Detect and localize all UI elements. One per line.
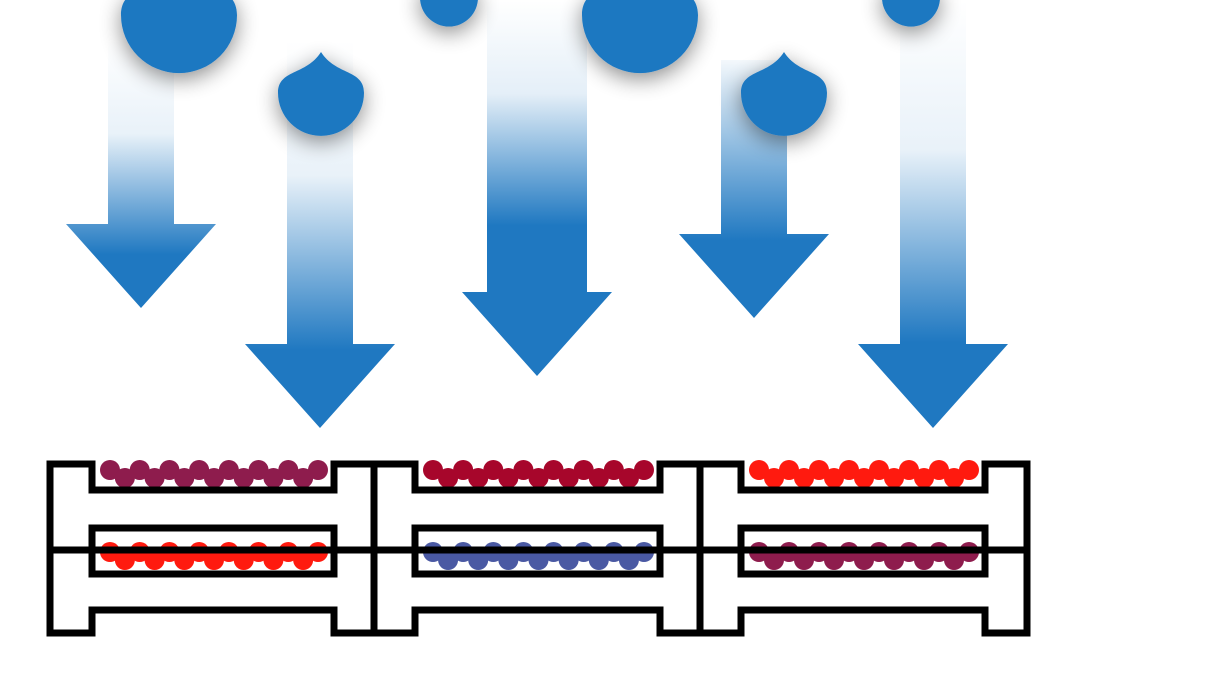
particle	[959, 460, 979, 480]
particle	[854, 550, 874, 570]
compartment-center-middle-particles	[423, 542, 654, 570]
particle	[854, 468, 874, 488]
particle	[764, 550, 784, 570]
particle	[189, 460, 210, 480]
particle	[468, 468, 489, 488]
particle	[528, 468, 549, 488]
particle	[794, 468, 814, 488]
arrow-5-down-arrow-icon	[858, 0, 1008, 428]
particle	[233, 550, 254, 570]
particle	[809, 460, 829, 480]
rain-drops	[121, 0, 940, 136]
raindrop-large-1-icon	[121, 0, 237, 74]
middle-tray-1	[88, 524, 338, 578]
raindrop-small-2-icon	[882, 0, 940, 27]
particle	[144, 468, 165, 488]
particle	[468, 550, 489, 570]
particle	[513, 460, 534, 480]
arrow-1-down-arrow-icon	[66, 40, 216, 308]
particle	[779, 460, 799, 480]
particle	[423, 460, 443, 480]
particle	[438, 550, 459, 570]
particle	[914, 468, 934, 488]
raindrop-small-1-icon	[420, 0, 478, 27]
particle	[618, 468, 639, 488]
middle-tray-2	[411, 524, 664, 578]
particle	[884, 468, 904, 488]
compartment-right-middle-particles	[749, 542, 979, 570]
particle	[944, 468, 964, 488]
particle	[794, 550, 814, 570]
middle-tray-3	[737, 524, 989, 578]
raindrop-large-2-icon	[582, 0, 698, 74]
particle	[114, 550, 135, 570]
frame-outline	[46, 460, 1031, 637]
particle	[129, 460, 150, 480]
particle	[483, 460, 504, 480]
particle	[944, 550, 964, 570]
particle	[824, 468, 844, 488]
particle	[218, 460, 239, 480]
rain-arrows	[66, 0, 1008, 428]
particle	[498, 468, 519, 488]
particle	[558, 550, 579, 570]
particle	[204, 550, 224, 570]
particle	[308, 460, 328, 480]
particle	[100, 460, 120, 480]
particle	[558, 468, 579, 488]
particle	[899, 460, 919, 480]
particle	[634, 460, 654, 480]
particle	[263, 468, 284, 488]
particle	[603, 460, 624, 480]
particle	[144, 550, 165, 570]
particle	[174, 468, 195, 488]
particle	[929, 460, 949, 480]
compartment-center-top-particles	[423, 460, 654, 488]
particle	[263, 550, 284, 570]
particle	[114, 468, 135, 488]
particle	[528, 550, 549, 570]
particle	[293, 550, 314, 570]
raindrop-medium-2-icon	[741, 52, 827, 136]
particle	[204, 468, 224, 488]
particle	[618, 550, 639, 570]
compartments	[46, 460, 1031, 637]
particle	[174, 550, 195, 570]
compartment-frame	[46, 460, 1031, 637]
particle	[749, 460, 769, 480]
particle	[884, 550, 904, 570]
particle	[248, 460, 269, 480]
particle	[438, 468, 459, 488]
particle	[914, 550, 934, 570]
particle	[764, 468, 784, 488]
particle	[824, 550, 844, 570]
particle	[573, 460, 594, 480]
particle	[278, 460, 299, 480]
particle	[869, 460, 889, 480]
arrow-4-down-arrow-icon	[679, 60, 829, 318]
compartment-left-middle-particles	[100, 542, 328, 570]
particle	[498, 550, 519, 570]
particle	[839, 460, 859, 480]
particle	[588, 550, 609, 570]
arrow-3-down-arrow-icon	[462, 0, 612, 376]
particle	[453, 460, 474, 480]
arrow-2-down-arrow-icon	[245, 40, 395, 428]
particle	[588, 468, 609, 488]
particle	[543, 460, 564, 480]
raindrop-medium-1-icon	[278, 52, 364, 136]
particle	[293, 468, 314, 488]
particle	[159, 460, 180, 480]
particle	[233, 468, 254, 488]
compartment-left-top-particles	[100, 460, 328, 488]
compartment-right-top-particles	[749, 460, 979, 488]
